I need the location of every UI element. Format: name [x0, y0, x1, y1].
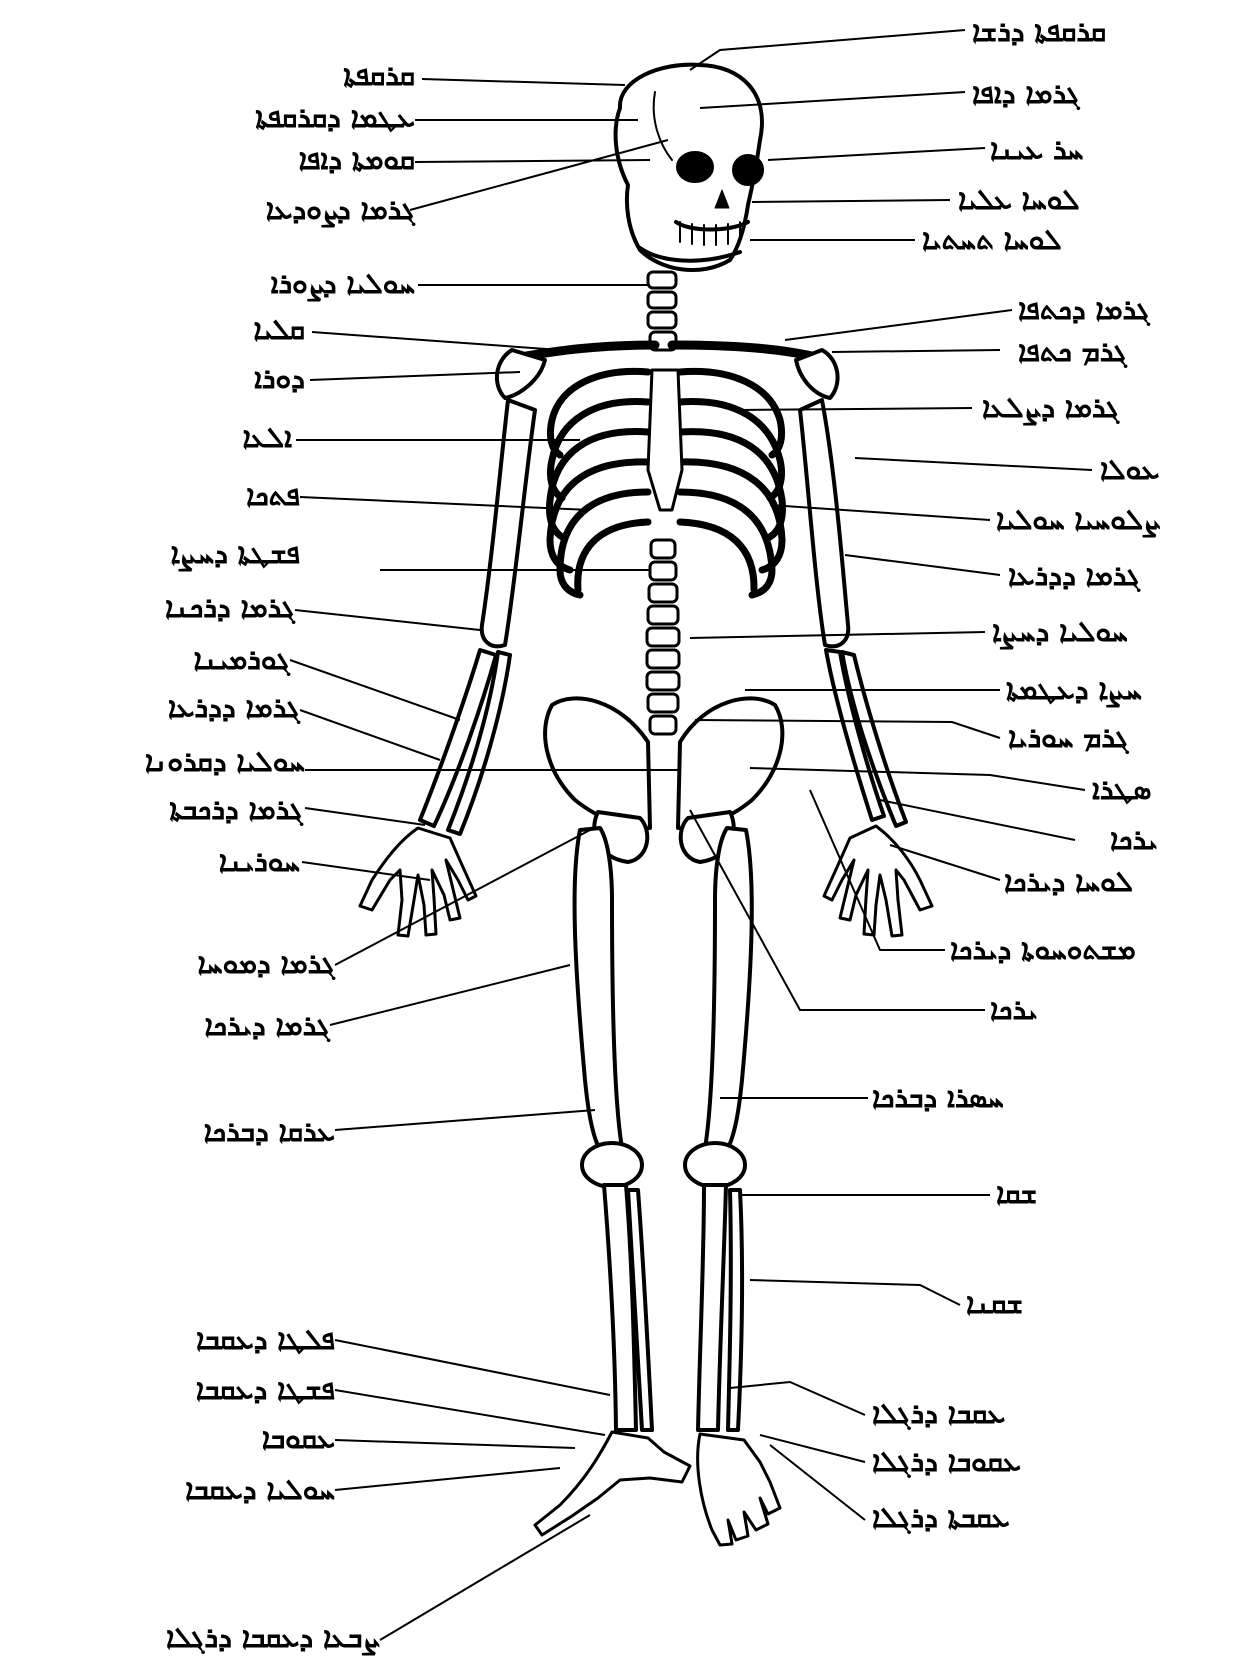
legs [575, 828, 752, 1430]
label-thigh-joint: ܡܫܬܘܚܘܬܐ ܕܝܪܟܐ [950, 936, 1136, 964]
label-shoulder-blade: ܓܪܡܐ ܕܟܬܦܐ [1018, 296, 1150, 324]
label-elbow: ܓܪܡܐ ܕܪܟܢܐ [165, 594, 295, 622]
label-fibula: ܫܩܢܐ [966, 1290, 1023, 1318]
label-metatarsal: ܥܩܒܬܐ ܕܪܓܠܐ [872, 1504, 1010, 1532]
label-lower-jaw: ܠܘܚܐ ܬܚܬܝܐ [922, 226, 1062, 254]
label-thigh-plate: ܠܘܚܐ ܕܝܪܟܐ [1004, 868, 1133, 896]
label-skull-top: ܩܪܩܦܬܐ [343, 62, 415, 90]
label-cervical-vertebrae: ܚܘܠܝܐ ܕܨܘܪܐ [271, 270, 415, 298]
skull [616, 65, 762, 270]
label-rib-bone: ܓܪܡܐ ܕܨܠܥܐ [982, 394, 1119, 422]
label-pelvic-bone: ܚܨܐ ܕܥܛܡܬܐ [1006, 676, 1142, 704]
label-temporal-bone: ܓܪܡܐ ܕܨܘܕܥܐ [266, 196, 415, 224]
label-skull-bone: ܥܛܡܐ ܕܩܪܩܦܬܐ [255, 104, 415, 132]
label-sternum: ܦܬܟܐ [246, 482, 300, 510]
label-spine: ܦܫܛܬܐ ܕܚܨܐ [171, 540, 300, 568]
label-arm-bone: ܓܪܡܐ ܕܕܪܥܐ [1008, 562, 1140, 590]
feet [535, 1432, 780, 1545]
label-nasal-bone: ܩܘܡܬܐ ܕܐܦܐ [299, 146, 415, 174]
label-humerus: ܥܘܠܐ [1100, 456, 1160, 484]
sternum [648, 370, 682, 510]
label-femur: ܓܪܡܐ ܕܝܪܟܐ [204, 1012, 330, 1040]
label-upper-jaw: ܠܘܚܐ ܥܠܝܐ [958, 186, 1080, 214]
label-forearm: ܓܪܡܐ ܕܕܪܥܐ [168, 694, 300, 722]
label-ankle-inner: ܦܠܛܐ ܕܥܩܒܐ [196, 1326, 335, 1354]
label-lumbar: ܚܘܠܝܐ ܕܩܪܘܢܐ [145, 748, 305, 776]
label-toes: ܨܒܥܐ ܕܥܩܒܐ ܕܪܓܠܐ [166, 1624, 380, 1652]
label-collarbone: ܩܠܝܐ [253, 316, 305, 344]
label-ankle-outer: ܦܫܛܐ ܕܥܩܒܐ [196, 1376, 335, 1404]
label-shoulder-joint: ܕܘܪܐ [254, 365, 305, 393]
label-ankle: ܥܩܒܐ ܕܪܓܠܐ [872, 1400, 1005, 1428]
label-radius: ܓܘܪܡܝܢܐ [194, 646, 290, 674]
label-xiphoid: ܨܠܘܚܝܐ ܚܘܠܝܐ [996, 506, 1161, 534]
label-ribs: ܐܠܥܐ [242, 424, 292, 452]
label-lumbar-vertebra: ܚܘܠܝܐ ܕܚܨܐ [992, 618, 1128, 646]
label-knee: ܥܪܩܐ ܕܒܪܟܐ [204, 1118, 335, 1146]
label-kneecap: ܚܣܪܐ ܕܒܪܟܐ [872, 1084, 1004, 1112]
label-hip-bone: ܓܪܡ ܚܘܪܝܐ [1008, 724, 1129, 752]
label-sacrum: ܣܛܪܐ [1092, 776, 1151, 804]
label-thigh: ܝܪܟܐ [1110, 826, 1158, 854]
label-heel: ܥܩܘܒܐ [262, 1425, 335, 1453]
label-nose-bone: ܓܪܡܐ ܕܐܦܐ [972, 80, 1080, 108]
label-thigh-lower: ܝܪܟܐ [990, 996, 1038, 1024]
label-wrist: ܓܪܡܐ ܕܪܟܒܬܐ [169, 796, 303, 824]
label-hand: ܚܘܪܝܢܐ [219, 848, 300, 876]
label-foot-bones: ܚܘܠܝܐ ܕܥܩܒܐ [185, 1476, 335, 1504]
label-femur-head: ܓܪܡܐ ܕܡܘܚܐ [198, 950, 335, 978]
label-shoulder: ܓܪܡ ܟܬܦܐ [1018, 338, 1127, 366]
label-tarsal: ܥܩܘܒܐ ܕܪܓܠܐ [872, 1448, 1021, 1476]
skeleton-body [360, 65, 932, 1545]
label-tibia: ܫܩܐ [996, 1180, 1037, 1208]
label-cranium: ܩܪܩܦܬܐ ܕܪܫܐ [972, 18, 1106, 46]
label-eye-socket: ܚܪ ܥܝܢܐ [990, 136, 1083, 164]
